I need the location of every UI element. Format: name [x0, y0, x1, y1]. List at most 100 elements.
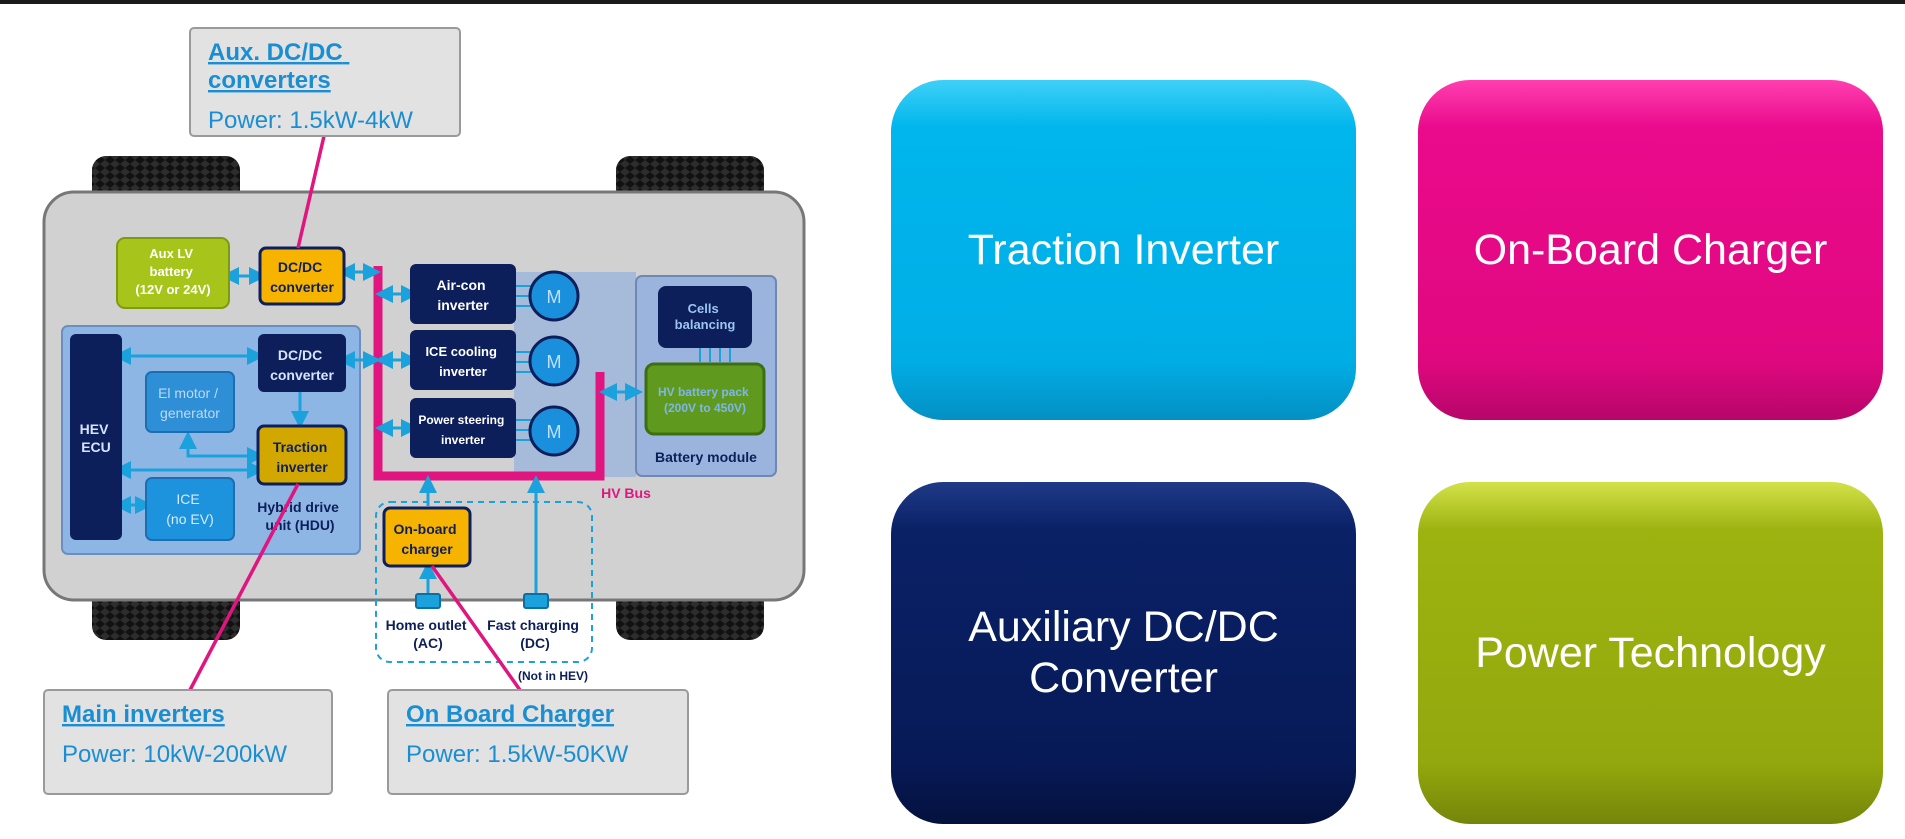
hv-battery-pack: [644, 362, 766, 436]
svg-text:HEV ECU: HEV ECU: [80, 421, 113, 455]
hv-battery-pack-label: HV battery pack: [658, 385, 749, 399]
callout-main-title: Main inverters: [62, 701, 225, 728]
power-steering-label: Power steering: [418, 413, 504, 427]
aux-lv-battery-label: (12V or 24V): [135, 282, 210, 297]
onboard-charger-block: [382, 506, 472, 568]
tile-onboard-charger[interactable]: On-Board Charger: [1418, 80, 1883, 420]
onboard-charger-label: On-board: [394, 521, 457, 537]
traction-inverter-label: inverter: [276, 459, 328, 475]
battery-module-label: Battery module: [655, 449, 757, 465]
hev-architecture-diagram: Aux LV battery (12V or 24V) DC/DC conver…: [42, 27, 806, 795]
motor-aircon-label: M: [547, 287, 562, 307]
motor-ice-cooling-label: M: [547, 352, 562, 372]
svg-text:ICE (no EV): ICE (no EV): [166, 491, 213, 527]
dcdc-converter-mid: [258, 334, 346, 392]
callout-aux-title: Aux. DC/DC: [208, 39, 343, 66]
aux-lv-battery-label: Aux LV: [149, 246, 193, 261]
svg-text:HV battery pack (200V to 4: HV battery pack (200V to 450V): [658, 385, 752, 415]
svg-text:On-board charger: On-board charger: [394, 521, 461, 557]
motor-ice-cooling: [528, 335, 580, 387]
home-outlet-label: Home outlet: [386, 617, 467, 633]
svg-text:Power steering inverter: Power steering inverter: [418, 413, 507, 447]
svg-text:Traction inverter: Traction inverter: [273, 439, 331, 475]
svg-text:Aux. DC/DC converters: Aux. DC/DC converters: [208, 39, 349, 94]
ice-cooling-label: inverter: [439, 364, 487, 379]
fast-charging-label: (DC): [520, 635, 550, 651]
callout-onboard-charger: [387, 689, 689, 795]
home-outlet-label: (AC): [413, 635, 443, 651]
hv-bus-label: HV Bus: [601, 485, 651, 501]
tile-aux-dcdc-label: Auxiliary DC/DC: [968, 603, 1279, 652]
motor-power-steering-label: M: [547, 422, 562, 442]
dcdc-converter-top: [258, 246, 346, 306]
motors: M M M: [528, 270, 580, 457]
tile-aux-dcdc-label: Converter: [1029, 654, 1218, 702]
callout-obc-title: On Board Charger: [406, 701, 614, 728]
dcdc-top-label: converter: [270, 279, 334, 295]
fast-charging-plug: [523, 593, 549, 609]
tile-aux-dcdc-text: Auxiliary DC/DC Converter: [968, 602, 1279, 703]
tile-traction-inverter-label: Traction Inverter: [967, 225, 1280, 274]
aux-lv-battery: [116, 237, 230, 309]
dcdc-top-label: DC/DC: [278, 259, 322, 275]
traction-inverter-label: Traction: [273, 439, 327, 455]
hv-bus-line: [373, 266, 605, 481]
dcdc-mid-label: converter: [270, 367, 334, 383]
callout-aux-title: converters: [208, 67, 331, 94]
svg-text:Cells balancing: Cells balancing: [675, 301, 736, 332]
svg-text:Aux LV battery (12V or: Aux LV battery (12V or 24V): [135, 246, 210, 297]
fast-charging-label: Fast charging: [487, 617, 579, 633]
tile-power-technology[interactable]: Power Technology: [1418, 482, 1883, 824]
hdu-label: Hybrid drive: [257, 499, 339, 515]
ice-label: ICE: [176, 491, 199, 507]
motor-power-steering: [528, 405, 580, 457]
cells-balancing-label: balancing: [675, 317, 736, 332]
callout-aux-power: Power: 1.5kW-4kW: [208, 107, 413, 134]
hev-ecu-label: HEV: [80, 421, 109, 437]
svg-text:El motor / generator: El motor / generator: [158, 385, 222, 421]
callout-main-inverters: [43, 689, 333, 795]
svg-text:Fast charging (DC): Fast charging (DC): [487, 617, 583, 651]
cells-balancing: [658, 286, 752, 348]
dcdc-mid-label: DC/DC: [278, 347, 322, 363]
svg-text:DC/DC converter: DC/DC converter: [270, 259, 334, 295]
hev-ecu-label: ECU: [81, 439, 111, 455]
callout-obc-power: Power: 1.5kW-50KW: [406, 741, 629, 768]
el-motor-label: generator: [160, 405, 220, 421]
el-motor-label: El motor /: [158, 385, 218, 401]
svg-text:Home outlet (AC): Home outlet (AC): [386, 617, 471, 651]
home-outlet-plug: [415, 593, 441, 609]
hdu-label: unit (HDU): [265, 517, 334, 533]
tile-onboard-charger-label: On-Board Charger: [1473, 225, 1828, 274]
onboard-charger-label: charger: [401, 541, 453, 557]
cells-balancing-label: Cells: [688, 301, 719, 316]
ice-label: (no EV): [166, 511, 213, 527]
aux-lv-battery-label: battery: [150, 264, 194, 279]
svg-text:Air-con inverter: Air-con inverter: [437, 277, 490, 313]
ice-cooling-inverter: [410, 330, 516, 390]
callout-main-power: Power: 10kW-200kW: [62, 741, 287, 768]
power-steering-label: inverter: [441, 433, 485, 447]
aircon-inverter: [410, 264, 516, 324]
charging-area: [375, 501, 593, 663]
motor-aircon: [528, 270, 580, 322]
power-steering-inverter: [410, 398, 516, 458]
tile-traction-inverter[interactable]: Traction Inverter: [891, 80, 1356, 420]
aircon-label: inverter: [437, 297, 489, 313]
tile-aux-dcdc-converter[interactable]: Auxiliary DC/DC Converter: [891, 482, 1356, 824]
traction-inverter-block: [256, 424, 348, 486]
aircon-label: Air-con: [437, 277, 486, 293]
callout-aux-dcdc: [189, 27, 461, 137]
ice-block: [145, 477, 235, 541]
svg-text:DC/DC converter: DC/DC converter: [270, 347, 334, 383]
tile-power-technology-label: Power Technology: [1475, 628, 1826, 677]
ice-cooling-label: ICE cooling: [425, 344, 497, 359]
el-motor-generator: [145, 371, 235, 433]
svg-text:Hybrid drive unit (HDU): Hybrid drive unit (HDU): [257, 499, 343, 533]
top-border: [0, 0, 1905, 4]
hv-battery-pack-label: (200V to 450V): [664, 401, 746, 415]
hev-ecu: [70, 334, 122, 540]
callout-leaders: [188, 135, 522, 692]
svg-text:ICE cooling inverter: ICE cooling inverter: [425, 344, 500, 379]
not-in-hev-label: (Not in HEV): [518, 669, 588, 683]
